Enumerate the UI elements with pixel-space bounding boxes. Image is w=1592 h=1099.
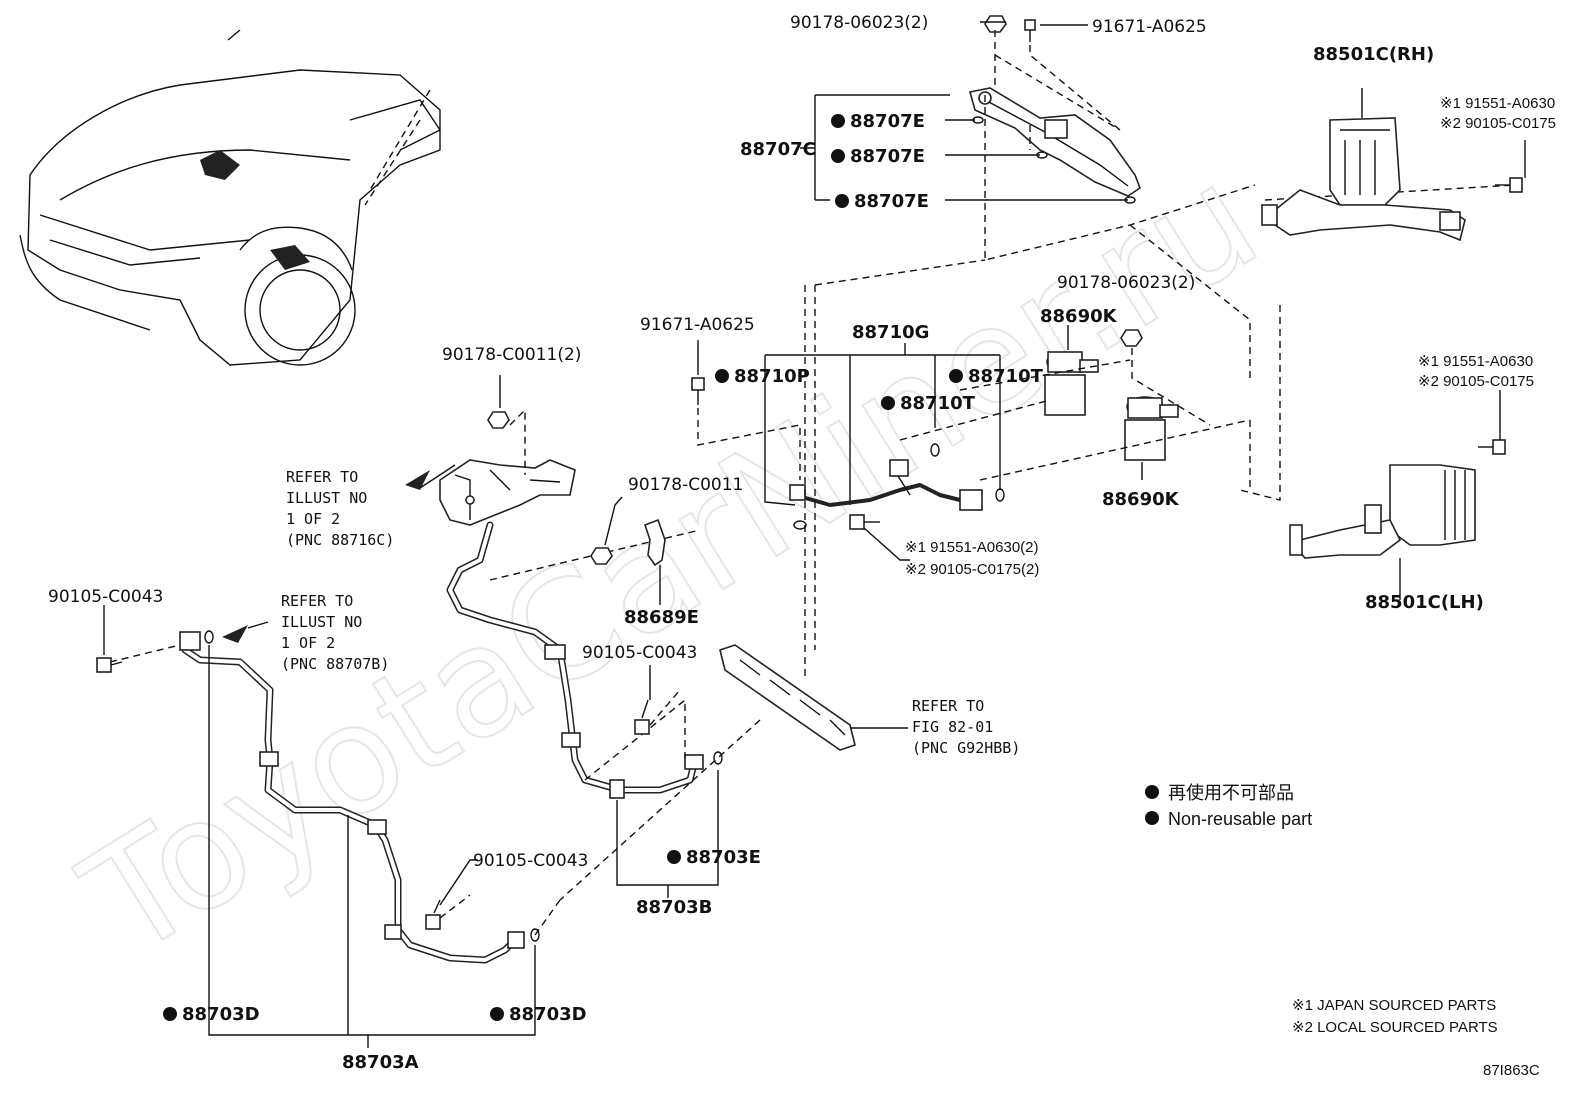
label-88710G: 88710G	[852, 322, 929, 343]
label-88703A: 88703A	[342, 1052, 419, 1073]
non-reusable-dot	[163, 1007, 177, 1021]
bolt-90105-C0043-left	[96, 657, 123, 673]
non-reusable-dot	[667, 850, 681, 864]
part-88690K-upper	[1044, 351, 1099, 416]
label-88710T-2: 88710T	[900, 393, 976, 414]
non-reusable-dot	[835, 194, 849, 208]
label-91551-A0630-2: ※1 91551-A0630(2)	[905, 539, 1039, 556]
refer-G92HBB-line2: FIG 82-01	[912, 718, 993, 736]
label-88703B: 88703B	[636, 897, 712, 918]
legend-english: Non-reusable part	[1168, 809, 1312, 829]
part-88501C-RH	[1261, 117, 1466, 242]
non-reusable-dot	[715, 369, 729, 383]
vehicle-illustration	[19, 29, 442, 366]
label-88707C: 88707C	[740, 139, 816, 160]
legend-dot-jp	[1145, 785, 1159, 799]
refer-88716C-line1: REFER TO	[286, 468, 358, 486]
label-88689E: 88689E	[624, 607, 699, 628]
label-88710P: 88710P	[734, 366, 810, 387]
callout-88703A	[208, 645, 536, 1048]
bolt-RH	[1495, 140, 1526, 193]
label-88707E-1: 88707E	[850, 111, 925, 132]
non-reusable-dot	[490, 1007, 504, 1021]
refer-88716C-line4: (PNC 88716C)	[286, 531, 394, 549]
part-G92HBB-cooler	[719, 644, 856, 751]
footnote-japan: ※1 JAPAN SOURCED PARTS	[1292, 997, 1496, 1014]
label-88710T-1: 88710T	[968, 366, 1044, 387]
part-88710G-harness	[789, 459, 983, 511]
label-88707E-3: 88707E	[854, 191, 929, 212]
label-90178-06023-top: 90178-06023(2)	[790, 13, 928, 33]
label-91671-A0625-top: 91671-A0625	[1092, 17, 1207, 37]
label-88501C-LH: 88501C(LH)	[1365, 592, 1484, 613]
callout-88707C	[800, 94, 950, 201]
refer-88716C-line2: ILLUST NO	[286, 489, 367, 507]
part-88707C-assembly	[968, 87, 1141, 197]
part-88690K-lower	[1124, 396, 1179, 461]
label-90105-C0043-left: 90105-C0043	[48, 587, 163, 607]
bolt-90105-C0043-mid	[634, 699, 650, 735]
refer-88707B-line4: (PNC 88707B)	[281, 655, 389, 673]
refer-88716C-line3: 1 OF 2	[286, 510, 340, 528]
part-88501C-LH	[1289, 464, 1476, 559]
part-88703B-hose	[446, 521, 704, 799]
bolt-90105-C0043-low	[425, 899, 441, 930]
non-reusable-dot	[831, 114, 845, 128]
label-91551-A0630-rh: ※1 91551-A0630	[1440, 95, 1555, 112]
part-bracket-center	[439, 459, 576, 526]
label-88501C-RH: 88501C(RH)	[1313, 44, 1434, 65]
label-88690K-bot: 88690K	[1102, 489, 1180, 510]
label-90178-C0011-2: 90178-C0011(2)	[442, 345, 581, 365]
nut-90178-06023-mid	[1120, 329, 1143, 347]
refer-88707B-line2: ILLUST NO	[281, 613, 362, 631]
leader-top-bracket	[994, 30, 1121, 150]
bolt-LH	[1478, 390, 1506, 455]
non-reusable-dot	[949, 369, 963, 383]
refer-G92HBB-line3: (PNC G92HBB)	[912, 739, 1020, 757]
leader-frame-main	[814, 95, 1256, 650]
legend-dot-en	[1145, 811, 1159, 825]
label-90105-C0043-mid: 90105-C0043	[582, 643, 697, 663]
refer-88707B-line1: REFER TO	[281, 592, 353, 610]
label-90178-C0011: 90178-C0011	[628, 475, 743, 495]
label-90105-C0043-low: 90105-C0043	[473, 851, 588, 871]
nut-90178-C0011	[590, 547, 613, 565]
callout-88710G	[764, 354, 1001, 506]
bolt-91671-A0625-mid	[691, 377, 705, 405]
label-88690K-top: 88690K	[1040, 306, 1118, 327]
bolt-91671-A0625-top	[1024, 19, 1036, 42]
footnote-local: ※2 LOCAL SOURCED PARTS	[1292, 1019, 1498, 1036]
label-90178-06023-mid: 90178-06023(2)	[1057, 273, 1195, 293]
label-90105-C0175-2: ※2 90105-C0175(2)	[905, 561, 1039, 578]
part-88689E	[643, 518, 666, 567]
nut-90178-06023-top	[984, 15, 1007, 33]
label-90105-C0175-rh: ※2 90105-C0175	[1440, 115, 1556, 132]
bolt-91551-A0630-2	[849, 514, 880, 530]
label-90105-C0175-lh: ※2 90105-C0175	[1418, 373, 1534, 390]
non-reusable-dot	[881, 396, 895, 410]
legend-japanese: 再使用不可部品	[1168, 783, 1294, 803]
nut-90178-C0011-2	[487, 411, 510, 429]
non-reusable-dot	[831, 149, 845, 163]
label-91551-A0630-lh: ※1 91551-A0630	[1418, 353, 1533, 370]
label-88703D-left: 88703D	[182, 1004, 260, 1025]
label-88703D-right: 88703D	[509, 1004, 587, 1025]
part-88703A-hose	[179, 631, 525, 964]
label-88707E-2: 88707E	[850, 146, 925, 167]
label-88703E: 88703E	[686, 847, 761, 868]
diagram-code: 87I863C	[1483, 1062, 1540, 1079]
label-91671-A0625-mid: 91671-A0625	[640, 315, 755, 335]
refer-88707B-line3: 1 OF 2	[281, 634, 335, 652]
refer-G92HBB-line1: REFER TO	[912, 697, 984, 715]
